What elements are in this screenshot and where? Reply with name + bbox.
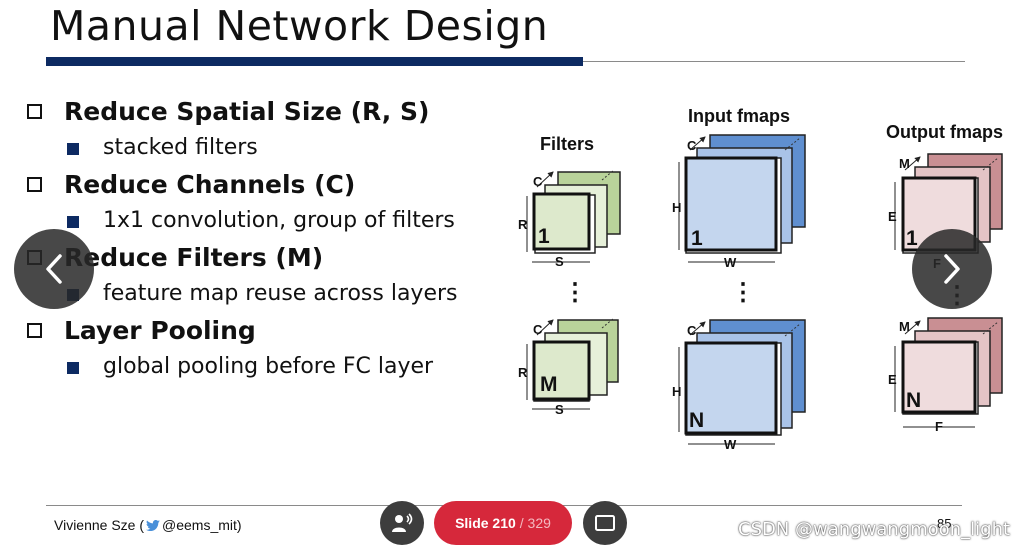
filter-ellipsis: ⋮ [563,279,587,306]
sub-bullet-square-icon [67,216,79,228]
filter-cols-label: S [555,254,564,269]
title-underline-bar [46,57,583,66]
slide-total: / 329 [519,515,551,531]
bullet-subtext: 1x1 convolution, group of filters [103,208,455,233]
filter-cols-label: S [555,402,564,417]
input-cols-label: W [724,437,737,452]
output-stack-bottom [894,317,1003,428]
output-first-label: 1 [906,227,918,250]
input-ellipsis: ⋮ [731,279,755,306]
output-rows-label: E [888,372,897,387]
slide-label: Slide 210 [455,515,516,531]
author-handle: @eems_mit) [162,517,242,533]
filters-header: Filters [540,134,595,154]
speaker-notes-button[interactable] [380,501,424,545]
bullet-subtext: global pooling before FC layer [103,354,434,379]
slide-counter-button[interactable]: Slide 210 / 329 [434,501,572,545]
input-first-label: 1 [691,227,703,250]
screen-icon [595,515,615,531]
title-underline-rule [583,61,965,62]
output-fmaps-header: Output fmaps [886,122,1003,142]
filter-channel-label: C [533,174,543,189]
bullet-subtext: feature map reuse across layers [103,281,458,306]
filter-rows-label: R [518,217,528,232]
filter-last-label: M [540,373,558,396]
page-number: 85 [937,516,952,531]
filter-first-label: 1 [538,225,550,248]
output-last-label: N [906,389,921,412]
sub-bullet-square-icon [67,143,79,155]
next-slide-button[interactable] [912,229,992,309]
speaker-notes-icon [392,513,413,532]
bullet-heading: Reduce Spatial Size (R, S) [64,97,430,126]
output-rows-label: E [888,209,897,224]
input-channel-label: C [687,138,697,153]
input-fmaps-header: Input fmaps [688,106,790,126]
bullet-subtext: stacked filters [103,135,258,160]
bullet-box-icon [27,104,42,119]
chevron-left-icon [46,254,62,284]
input-cols-label: W [724,255,737,270]
twitter-bird-icon [146,520,161,532]
prev-slide-button[interactable] [14,229,94,309]
input-stack-bottom [678,319,806,445]
author-name: Vivienne Sze ( [54,517,145,533]
filter-stack-bottom [526,317,619,410]
filter-channel-label: C [533,322,543,337]
bullet-heading: Layer Pooling [64,316,256,345]
input-rows-label: H [672,200,681,215]
input-stack-top [678,134,806,263]
screen-button[interactable] [583,501,627,545]
input-last-label: N [689,409,704,432]
slide-title: Manual Network Design [50,2,549,50]
sub-bullet-square-icon [67,362,79,374]
output-channel-label: M [899,156,910,171]
bullet-heading: Reduce Channels (C) [64,170,356,199]
footer-author: Vivienne Sze ( @eems_mit) [54,517,242,533]
watermark-text: CSDN @wangwangmoon_light [738,519,1011,540]
bullet-box-icon [27,323,42,338]
bullet-heading: Reduce Filters (M) [64,243,324,272]
chevron-right-icon [944,254,960,284]
filter-stack-top [526,169,621,263]
tensor-diagram: C R S 1 ⋮ C R S M C H W 1 ⋮ C H W N M E … [518,134,1003,452]
output-channel-label: M [899,319,910,334]
bullet-box-icon [27,177,42,192]
output-cols-label: F [935,419,943,434]
filter-rows-label: R [518,365,528,380]
input-rows-label: H [672,384,681,399]
input-channel-label: C [687,323,697,338]
